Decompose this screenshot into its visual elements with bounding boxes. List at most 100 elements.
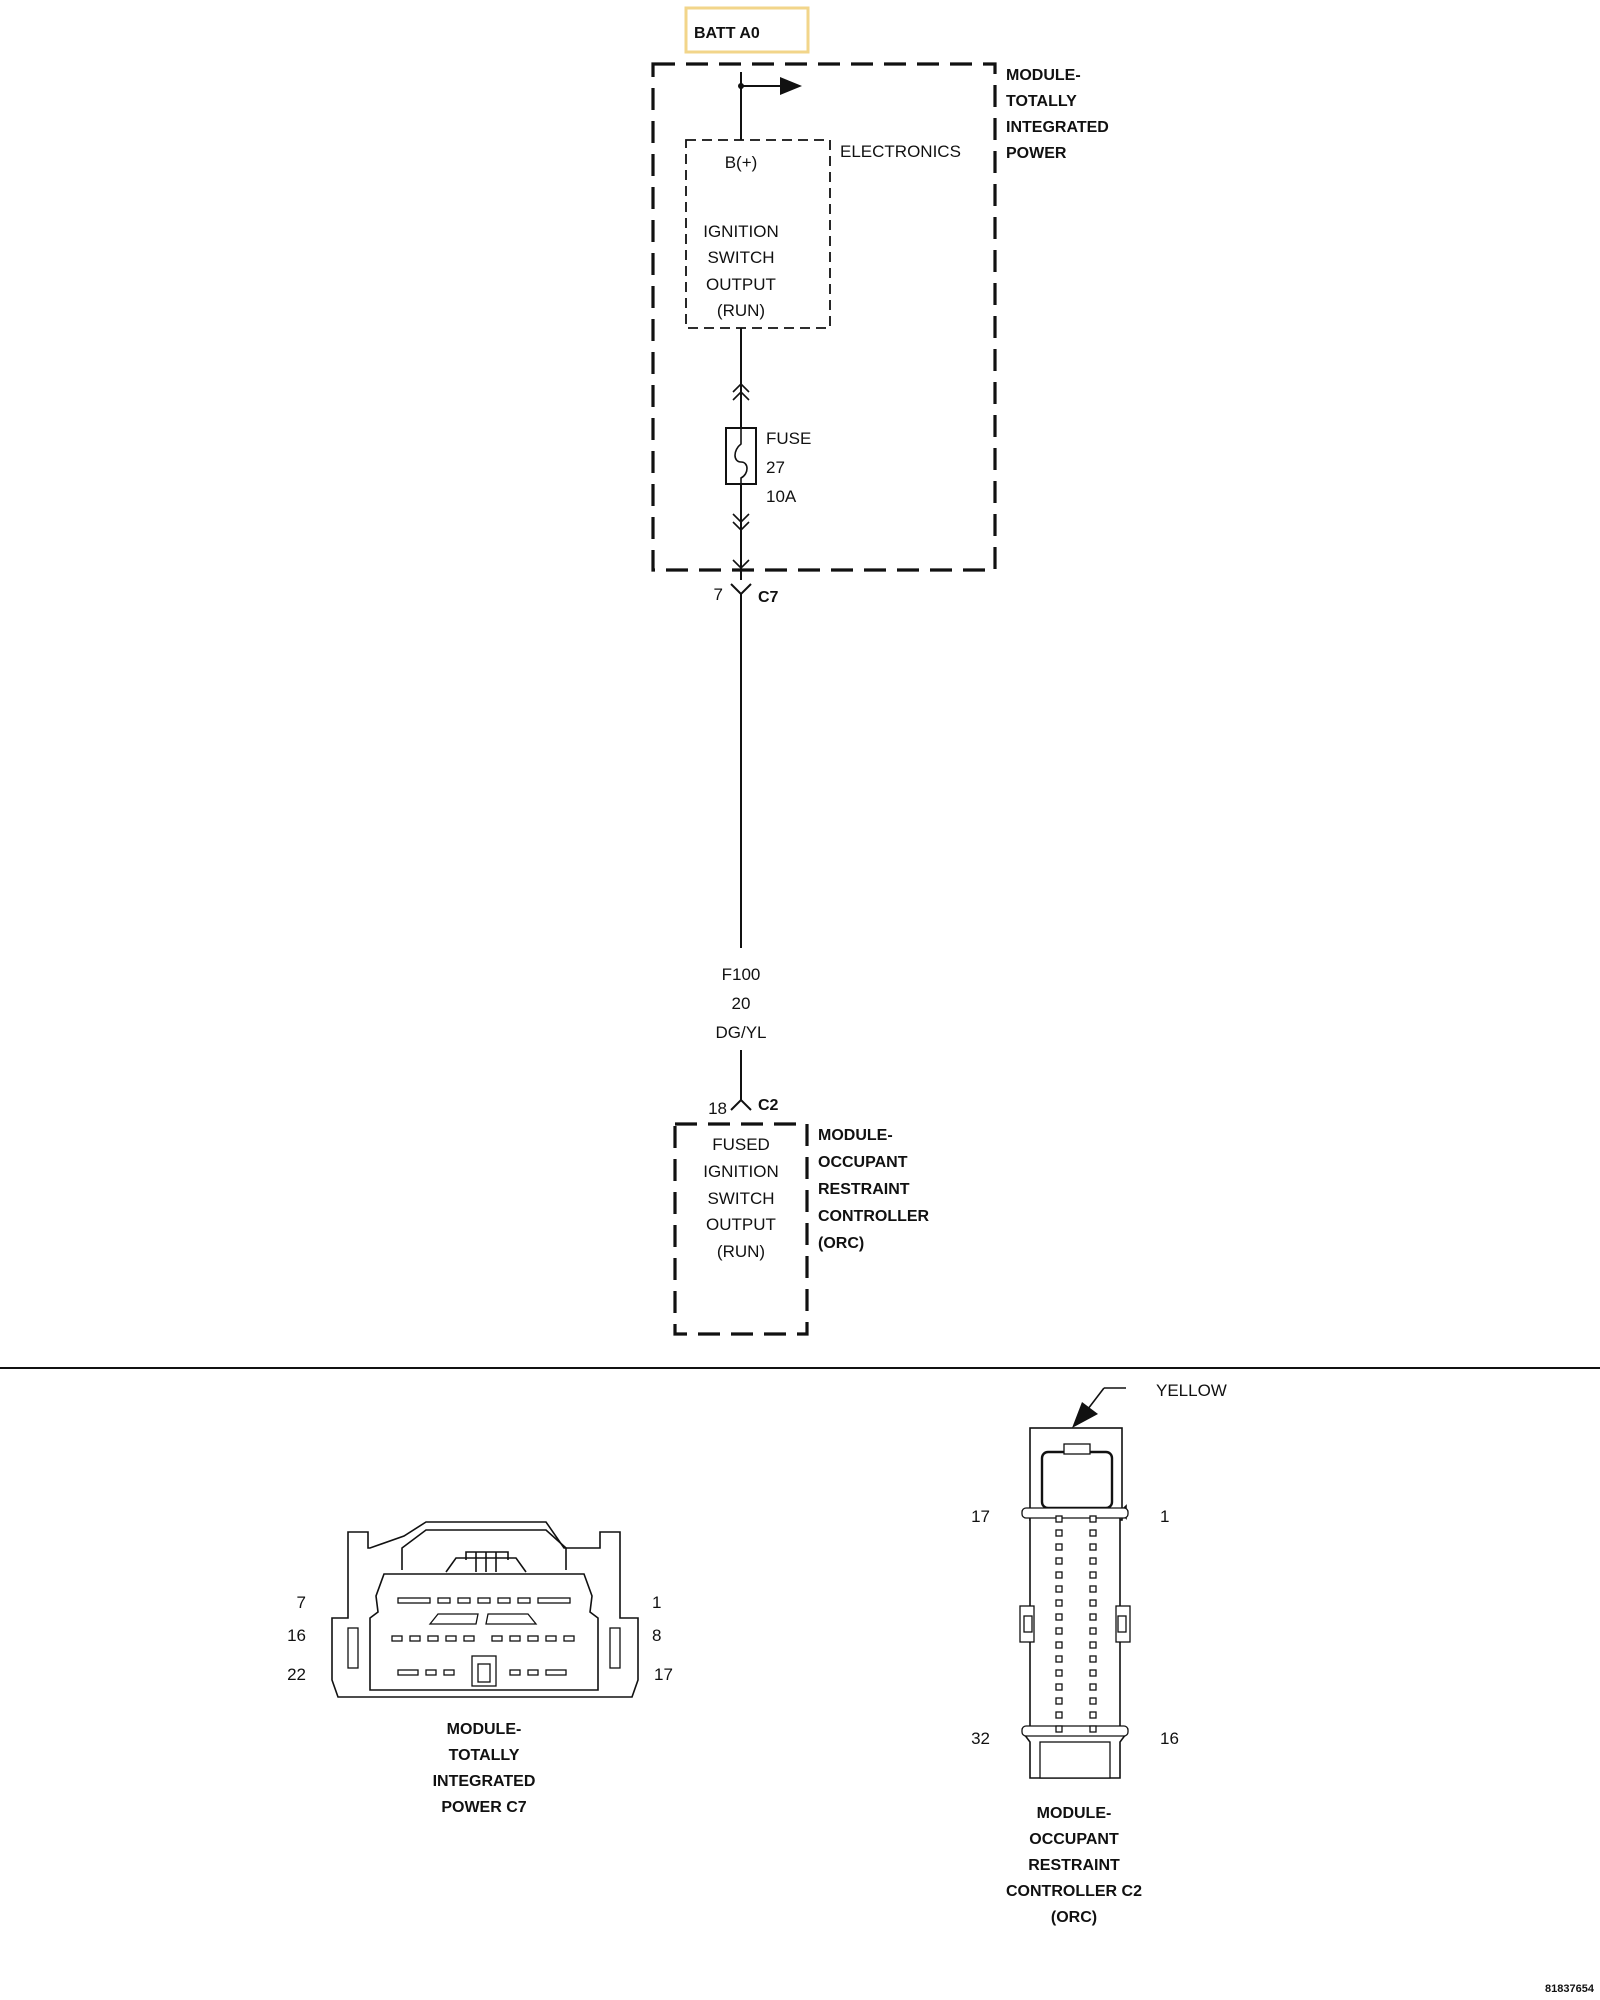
orc-pin-cavity bbox=[1089, 1557, 1097, 1565]
orc-input-text: FUSED IGNITION SWITCH OUTPUT (RUN) bbox=[703, 1135, 779, 1261]
svg-text:7: 7 bbox=[297, 1593, 306, 1612]
orc-c2-pin-labels: 17 1 32 16 bbox=[971, 1507, 1179, 1748]
orc-pin-cavity bbox=[1055, 1725, 1063, 1733]
orc-pin-cavity bbox=[1089, 1683, 1097, 1691]
orc-pin-cavity bbox=[1055, 1515, 1063, 1523]
orc-pin-cavity bbox=[1055, 1613, 1063, 1621]
svg-text:(ORC): (ORC) bbox=[818, 1235, 864, 1252]
orc-c2-connector-view bbox=[1019, 1387, 1131, 1779]
fuse-label: FUSE 27 10A bbox=[766, 429, 811, 506]
svg-text:RESTRAINT: RESTRAINT bbox=[1028, 1857, 1120, 1874]
c2-connector-icon bbox=[730, 1098, 752, 1111]
orc-pin-cavity bbox=[1089, 1669, 1097, 1677]
svg-text:INTEGRATED: INTEGRATED bbox=[433, 1773, 536, 1790]
svg-text:MODULE-: MODULE- bbox=[447, 1721, 522, 1738]
c7-connector-icon bbox=[730, 583, 752, 596]
svg-text:DG/YL: DG/YL bbox=[715, 1023, 766, 1042]
svg-text:MODULE-: MODULE- bbox=[818, 1127, 893, 1144]
wire-spec-label: F100 20 DG/YL bbox=[715, 965, 766, 1042]
svg-text:SWITCH: SWITCH bbox=[707, 248, 774, 267]
svg-text:IGNITION: IGNITION bbox=[703, 1162, 779, 1181]
orc-pin-cavity bbox=[1055, 1711, 1063, 1719]
orc-pin-cavity bbox=[1089, 1641, 1097, 1649]
svg-text:CONTROLLER: CONTROLLER bbox=[818, 1208, 930, 1225]
svg-text:TOTALLY: TOTALLY bbox=[449, 1747, 520, 1764]
tipm-c7-pin-labels: 7 1 16 8 22 17 bbox=[287, 1593, 673, 1684]
orc-name: MODULE- OCCUPANT RESTRAINT CONTROLLER (O… bbox=[818, 1127, 930, 1252]
svg-text:10A: 10A bbox=[766, 487, 797, 506]
orc-pin-cavity bbox=[1055, 1669, 1063, 1677]
orc-pin-cavity bbox=[1089, 1529, 1097, 1537]
svg-text:17: 17 bbox=[654, 1665, 673, 1684]
ignition-output-text: IGNITION SWITCH OUTPUT (RUN) bbox=[703, 222, 779, 320]
c2-name-label: C2 bbox=[758, 1097, 779, 1114]
svg-text:(RUN): (RUN) bbox=[717, 301, 765, 320]
svg-text:16: 16 bbox=[1160, 1729, 1179, 1748]
electronics-box bbox=[685, 139, 831, 329]
svg-text:CONTROLLER C2: CONTROLLER C2 bbox=[1006, 1883, 1142, 1900]
orc-pin-cavity bbox=[1089, 1697, 1097, 1705]
orc-pin-cavity bbox=[1055, 1627, 1063, 1635]
svg-text:MODULE-: MODULE- bbox=[1037, 1805, 1112, 1822]
svg-text:OUTPUT: OUTPUT bbox=[706, 275, 776, 294]
svg-text:RESTRAINT: RESTRAINT bbox=[818, 1181, 910, 1198]
svg-text:32: 32 bbox=[971, 1729, 990, 1748]
orc-pin-cavity bbox=[1089, 1543, 1097, 1551]
orc-pin-cavity bbox=[1089, 1515, 1097, 1523]
orc-pin-cavity bbox=[1055, 1683, 1063, 1691]
tipm-name: MODULE- TOTALLY INTEGRATED POWER bbox=[1006, 67, 1109, 162]
orc-pin-cavity bbox=[1055, 1543, 1063, 1551]
tipm-c7-caption: MODULE- TOTALLY INTEGRATED POWER C7 bbox=[433, 1721, 536, 1816]
figure-number: 81837654 bbox=[1545, 1983, 1595, 1995]
orc-c2-caption: MODULE- OCCUPANT RESTRAINT CONTROLLER C2… bbox=[1006, 1805, 1142, 1926]
svg-text:OCCUPANT: OCCUPANT bbox=[1029, 1831, 1119, 1848]
svg-text:27: 27 bbox=[766, 458, 785, 477]
orc-pin-cavity bbox=[1089, 1613, 1097, 1621]
svg-text:8: 8 bbox=[652, 1626, 661, 1645]
c7-name-label: C7 bbox=[758, 589, 779, 606]
orc-pin-cavity bbox=[1055, 1529, 1063, 1537]
svg-text:SWITCH: SWITCH bbox=[707, 1189, 774, 1208]
svg-text:1: 1 bbox=[1160, 1507, 1169, 1526]
svg-text:IGNITION: IGNITION bbox=[703, 222, 779, 241]
batt-a0-box bbox=[684, 6, 810, 54]
svg-text:INTEGRATED: INTEGRATED bbox=[1006, 119, 1109, 136]
internal-connector-lower-icon bbox=[732, 513, 750, 524]
svg-text:POWER C7: POWER C7 bbox=[441, 1799, 526, 1816]
svg-text:MODULE-: MODULE- bbox=[1006, 67, 1081, 84]
svg-text:OUTPUT: OUTPUT bbox=[706, 1215, 776, 1234]
svg-text:20: 20 bbox=[732, 994, 751, 1013]
svg-text:(ORC): (ORC) bbox=[1051, 1909, 1097, 1926]
svg-text:F100: F100 bbox=[722, 965, 761, 984]
orc-pin-cavity bbox=[1089, 1655, 1097, 1663]
orc-pin-cavity bbox=[1089, 1599, 1097, 1607]
yellow-callout-label: YELLOW bbox=[1156, 1381, 1227, 1400]
svg-text:POWER: POWER bbox=[1006, 145, 1067, 162]
tipm-c7-connector-view bbox=[331, 1521, 639, 1698]
batt-a0-label: BATT A0 bbox=[694, 25, 760, 42]
orc-pin-cavity bbox=[1055, 1557, 1063, 1565]
orc-pin-cavity bbox=[1089, 1725, 1097, 1733]
svg-text:17: 17 bbox=[971, 1507, 990, 1526]
svg-text:TOTALLY: TOTALLY bbox=[1006, 93, 1077, 110]
electronics-label: ELECTRONICS bbox=[840, 142, 961, 161]
orc-pin-cavity bbox=[1055, 1599, 1063, 1607]
svg-text:FUSE: FUSE bbox=[766, 429, 811, 448]
branch-arrow-icon bbox=[780, 77, 802, 95]
orc-pin-cavity bbox=[1089, 1711, 1097, 1719]
orc-pin-cavity bbox=[1089, 1627, 1097, 1635]
svg-text:22: 22 bbox=[287, 1665, 306, 1684]
orc-pin-cavity bbox=[1055, 1697, 1063, 1705]
orc-module-box bbox=[673, 1122, 809, 1336]
tipm-module-box bbox=[651, 62, 997, 572]
internal-connector-upper-icon bbox=[732, 382, 750, 393]
b-plus-label: B(+) bbox=[725, 153, 758, 172]
svg-text:OCCUPANT: OCCUPANT bbox=[818, 1154, 908, 1171]
c2-pin-label: 18 bbox=[708, 1099, 727, 1118]
orc-pin-cavity bbox=[1055, 1571, 1063, 1579]
svg-text:1: 1 bbox=[652, 1593, 661, 1612]
svg-text:16: 16 bbox=[287, 1626, 306, 1645]
svg-text:FUSED: FUSED bbox=[712, 1135, 770, 1154]
svg-text:(RUN): (RUN) bbox=[717, 1242, 765, 1261]
